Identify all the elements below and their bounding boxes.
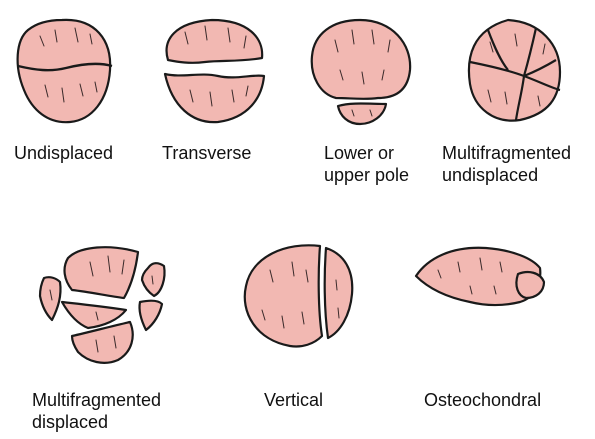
vertical-shading [261,261,340,329]
label-multi-undisplaced-line-1: Multifragmented [442,143,572,163]
undisplaced-patella [16,18,112,124]
figure-transverse [163,18,266,124]
multi-undisplaced-patella [467,18,562,122]
multi-displaced-fragment-middle [60,300,128,330]
transverse-shading [184,25,249,107]
multi-undisplaced-cracks [469,27,561,121]
label-multi-undisplaced: Multifragmented undisplaced [442,142,571,186]
transverse-upper-fragment [165,18,264,64]
label-multi-displaced: Multifragmented displaced [32,389,161,433]
figure-undisplaced [16,18,113,124]
label-pole-line-1: Lower or [324,143,395,163]
label-multi-displaced-line-2: displaced [32,412,109,432]
label-osteochondral: Osteochondral [424,389,541,411]
label-pole: Lower or upper pole [324,142,409,186]
transverse-lower-fragment [163,72,266,124]
undisplaced-shading [39,27,98,103]
osteochondral-small-fragment [515,271,546,300]
multi-undisplaced-shading [487,33,546,107]
multi-displaced-fragment-top [63,246,140,300]
label-vertical-line-1: Vertical [264,390,324,410]
figure-pole [310,18,412,126]
figure-multi-displaced [38,246,166,364]
label-multi-undisplaced-line-2: undisplaced [442,165,539,185]
label-undisplaced-line-1: Undisplaced [14,143,114,163]
label-pole-line-2: upper pole [324,165,410,185]
pole-small-fragment [336,102,388,126]
pole-main-fragment [310,18,412,100]
pole-shading [334,29,391,117]
multi-displaced-fragment-right-top [140,262,166,298]
label-transverse-line-1: Transverse [162,143,252,163]
label-multi-displaced-line-1: Multifragmented [32,390,162,410]
figure-multi-undisplaced [467,18,562,122]
multi-displaced-fragment-left [38,276,62,322]
vertical-left-fragment [243,244,324,348]
label-transverse: Transverse [162,142,251,164]
label-undisplaced: Undisplaced [14,142,113,164]
multi-displaced-shading [49,255,154,353]
figure-osteochondral [414,246,546,307]
undisplaced-fracture-line [17,62,113,72]
label-osteochondral-line-1: Osteochondral [424,390,542,410]
osteochondral-shading [437,257,503,295]
figure-vertical [243,244,354,348]
multi-displaced-fragment-bottom [70,320,134,364]
vertical-right-fragment [323,246,354,340]
multi-displaced-fragment-right-bottom [138,299,164,332]
label-vertical: Vertical [264,389,323,411]
